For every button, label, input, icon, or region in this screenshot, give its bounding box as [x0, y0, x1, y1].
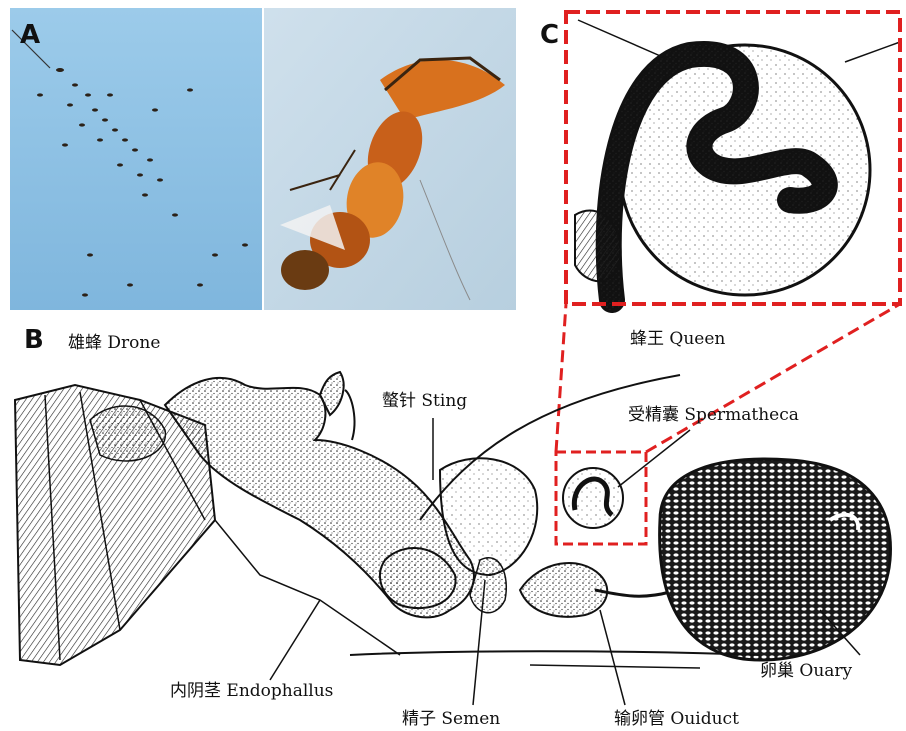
- label-spermatheca: 受精囊 Spermatheca: [628, 400, 799, 425]
- label-semen: 精子 Semen: [402, 704, 500, 729]
- panel-label-b: B: [24, 325, 44, 355]
- label-sting: 螫针 Sting: [382, 386, 467, 411]
- panel-label-c: C: [540, 20, 559, 50]
- panel-c-spermatheca-closeup: [566, 12, 900, 304]
- panel-label-a: A: [20, 20, 40, 50]
- label-endophallus: 内阴茎 Endophallus: [170, 676, 333, 701]
- label-queen: 蜂王 Queen: [630, 324, 725, 349]
- zoom-connector-left: [556, 304, 566, 452]
- label-ovary: 卵巢 Ouary: [760, 656, 852, 681]
- panel-a-photo-mating: [264, 8, 516, 310]
- label-drone: 雄蜂 Drone: [68, 328, 160, 353]
- panel-a-photo-swarm: [10, 8, 262, 310]
- label-oviduct: 输卵管 Ouiduct: [614, 704, 739, 729]
- ovary-shape: [660, 459, 891, 660]
